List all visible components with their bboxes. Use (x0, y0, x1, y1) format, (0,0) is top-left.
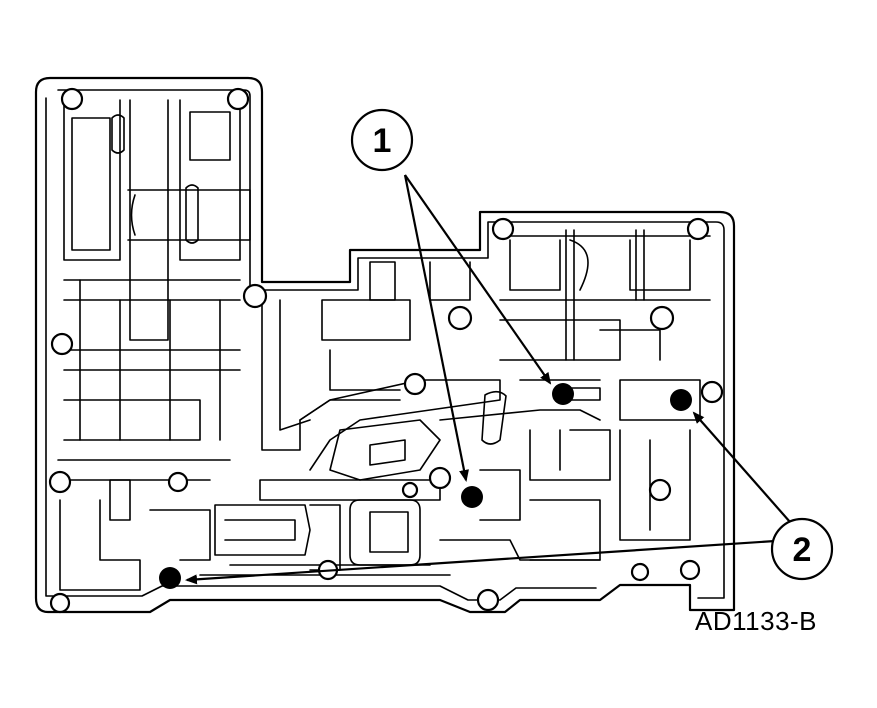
callout-1-label: 1 (373, 122, 392, 160)
right-upper-channels (369, 229, 711, 421)
valve-body-outline (34, 76, 736, 614)
middle-channels (259, 379, 691, 561)
check-ball-right (670, 389, 692, 411)
leader-lines (185, 174, 791, 585)
check-ball-lower-left (159, 567, 181, 589)
leader-2a (692, 411, 791, 523)
callout-2: 2 (770, 517, 834, 581)
leader-1b (403, 174, 469, 482)
figure-reference-code: AD1133-B (695, 606, 818, 636)
leader-2b (185, 538, 791, 585)
callout-2-label: 2 (793, 531, 812, 569)
check-ball-center (461, 486, 483, 508)
check-balls (159, 383, 692, 589)
leader-1a (404, 174, 552, 385)
callout-1: 1 (350, 108, 414, 172)
check-ball-upper-middle (552, 383, 574, 405)
lower-left-channels (59, 479, 601, 591)
bolt-holes (48, 87, 724, 614)
